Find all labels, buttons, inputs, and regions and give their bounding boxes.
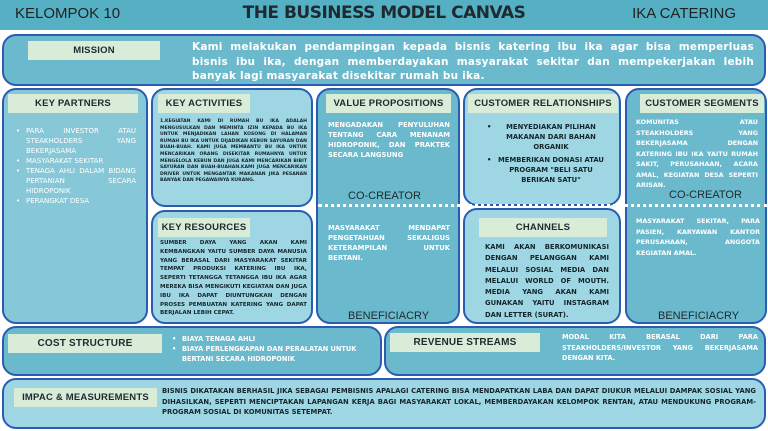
impact-text: BISNIS DIKATAKAN BERHASIL JIKA SEBAGAI P… bbox=[162, 387, 756, 416]
beneficiary-tag: BENEFICIACRY bbox=[658, 310, 740, 322]
value-propositions-label: VALUE PROPOSITIONS bbox=[326, 94, 451, 113]
cost-structure-list: BIAYA TENAGA AHLI BIAYA PERLENGKAPAN DAN… bbox=[172, 334, 372, 364]
list-item: MASYARAKAT SEKITAR bbox=[16, 156, 136, 166]
group-name: KELOMPOK 10 bbox=[15, 5, 121, 22]
customer-segments-text: KOMUNITAS ATAU STEAKHOLDERS YANG BEKERJA… bbox=[636, 118, 758, 189]
impact-box: IMPAC & MEASUREMENTS BISNIS DIKATAKAN BE… bbox=[2, 378, 766, 429]
key-resources-label: KEY RESOURCES bbox=[158, 218, 250, 237]
impact-label: IMPAC & MEASUREMENTS bbox=[14, 388, 157, 407]
revenue-streams-box: REVENUE STREAMS MODAL KITA BERASAL DARI … bbox=[384, 326, 766, 376]
customer-relationships-list: MENYEDIAKAN PILIHAN MAKANAN DARI BAHAN O… bbox=[487, 122, 605, 185]
mission-text: Kami melakukan pendampingan kepada bisni… bbox=[192, 41, 754, 82]
key-activities-text: 1.KEGIATAN KAMI DI RUMAH BU IKA ADALAH M… bbox=[160, 119, 307, 184]
channels-text: KAMI AKAN BERKOMUNIKASI DENGAN PELANGGAN… bbox=[485, 243, 609, 319]
channels-box: CHANNELS KAMI AKAN BERKOMUNIKASI DENGAN … bbox=[463, 208, 621, 324]
customer-relationships-box: CUSTOMER RELATIONSHIPS MENYEDIAKAN PILIH… bbox=[463, 88, 621, 206]
list-item: BIAYA TENAGA AHLI bbox=[172, 334, 372, 344]
value-propositions-outcome: MASYARAKAT MENDAPAT PENGETAHUAN SEKALIGU… bbox=[328, 224, 450, 262]
key-resources-box: KEY RESOURCES SUMBER DAYA YANG AKAN KAMI… bbox=[151, 210, 313, 324]
co-creator-tag: CO-CREATOR bbox=[348, 190, 421, 202]
list-item: PARA INVESTOR ATAU STEAKHOLDERS YANG BEK… bbox=[16, 126, 136, 156]
channels-label: CHANNELS bbox=[479, 218, 607, 237]
value-propositions-text: MENGADAKAN PENYULUHAN TENTANG CARA MENAN… bbox=[328, 121, 450, 159]
key-partners-list: PARA INVESTOR ATAU STEAKHOLDERS YANG BEK… bbox=[16, 126, 136, 206]
beneficiary-tag: BENEFICIACRY bbox=[348, 310, 430, 322]
revenue-streams-text: MODAL KITA BERASAL DARI PARA STEAKHOLDER… bbox=[562, 333, 758, 362]
dotted-divider bbox=[318, 204, 768, 207]
mission-box: MISSION Kami melakukan pendampingan kepa… bbox=[2, 34, 766, 86]
co-creator-tag: CO-CREATOR bbox=[669, 189, 742, 201]
list-item: TENAGA AHLI DALAM BIDANG PERTANIAN SECAR… bbox=[16, 166, 136, 196]
key-activities-label: KEY ACTIVITIES bbox=[158, 94, 250, 113]
customer-segments-label: CUSTOMER SEGMENTS bbox=[640, 94, 764, 113]
cost-structure-label: COST STRUCTURE bbox=[8, 334, 162, 353]
company-name: IKA CATERING bbox=[632, 5, 736, 22]
cost-structure-box: COST STRUCTURE BIAYA TENAGA AHLI BIAYA P… bbox=[2, 326, 382, 376]
list-item: BIAYA PERLENGKAPAN DAN PERALATAN UNTUK B… bbox=[172, 344, 372, 364]
mission-label: MISSION bbox=[28, 41, 160, 60]
list-item: PERANGKAT DESA bbox=[16, 196, 136, 206]
revenue-streams-label: REVENUE STREAMS bbox=[390, 333, 540, 352]
key-resources-text: SUMBER DAYA YANG AKAN KAMI KEMBANGKAN YA… bbox=[160, 240, 307, 317]
key-partners-box: KEY PARTNERS PARA INVESTOR ATAU STEAKHOL… bbox=[2, 88, 148, 324]
list-item: MENYEDIAKAN PILIHAN MAKANAN DARI BAHAN O… bbox=[487, 122, 605, 152]
value-propositions-box: VALUE PROPOSITIONS MENGADAKAN PENYULUHAN… bbox=[316, 88, 460, 324]
customer-segments-outcome: MASYARAKAT SEKITAR, PARA PASIEN, KARYAWA… bbox=[636, 217, 760, 257]
list-item: MEMBERIKAN DONASI ATAU PROGRAM "BELI SAT… bbox=[487, 155, 605, 185]
key-activities-box: KEY ACTIVITIES 1.KEGIATAN KAMI DI RUMAH … bbox=[151, 88, 313, 207]
customer-relationships-label: CUSTOMER RELATIONSHIPS bbox=[468, 94, 618, 113]
canvas-title: THE BUSINESS MODEL CANVAS bbox=[242, 3, 526, 23]
key-partners-label: KEY PARTNERS bbox=[8, 94, 138, 113]
header-bar: KELOMPOK 10 THE BUSINESS MODEL CANVAS IK… bbox=[0, 0, 768, 30]
